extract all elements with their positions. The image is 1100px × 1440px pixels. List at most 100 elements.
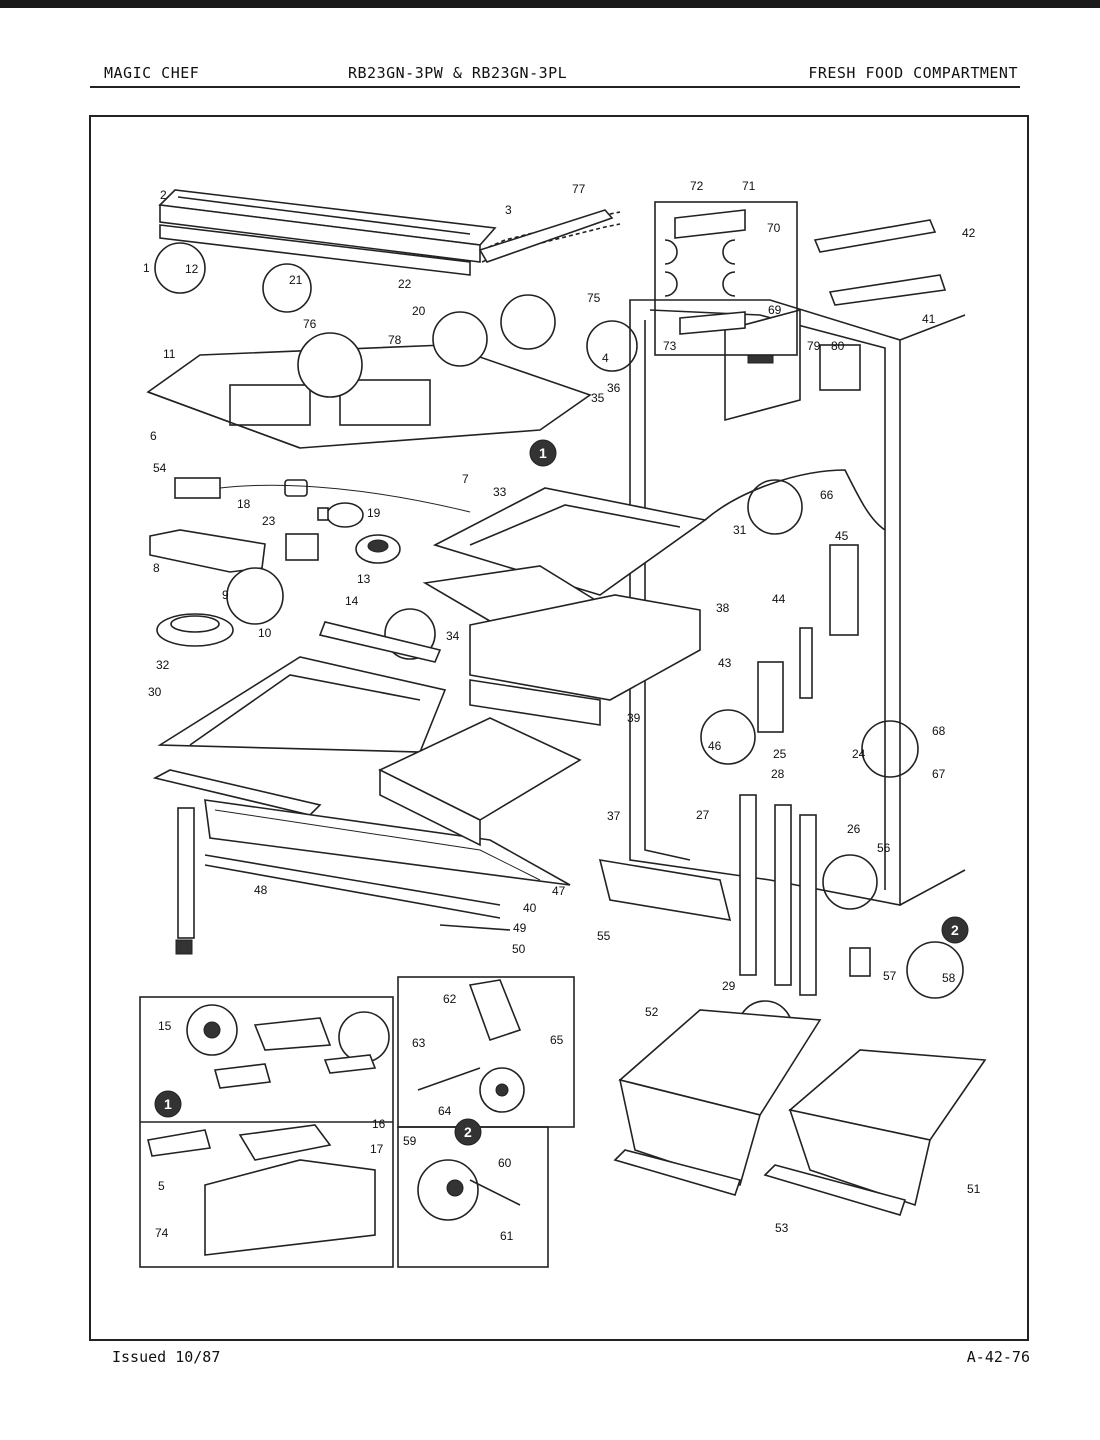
part-label: 80	[831, 339, 845, 353]
cabinet-trim-strip	[175, 807, 195, 955]
part-label: 10	[258, 626, 272, 640]
part-label: 35	[591, 391, 605, 405]
part-label: 43	[718, 656, 732, 670]
light-bulb	[317, 502, 364, 528]
part-label: 38	[716, 601, 730, 615]
part-label: 20	[412, 304, 426, 318]
part-label: 3	[505, 203, 512, 217]
shelf-spine-chain	[478, 209, 614, 263]
diagram-frame	[89, 115, 1029, 1341]
shelf-front-trim	[318, 621, 442, 663]
part-label: 4	[602, 351, 609, 365]
crisper-pan-left	[618, 1009, 822, 1187]
part-label: 52	[645, 1005, 659, 1019]
thermostat	[174, 477, 471, 513]
part-label: 22	[398, 277, 412, 291]
scan-edge-bar	[0, 0, 1100, 8]
part-label: 19	[367, 506, 381, 520]
part-label: 54	[153, 461, 167, 475]
part-label: 39	[627, 711, 641, 725]
callout-text: 1	[164, 1096, 172, 1112]
control-housing	[819, 344, 861, 391]
part-label: 5	[158, 1179, 165, 1193]
part-label: 42	[962, 226, 976, 240]
part-label: 26	[847, 822, 861, 836]
part-label: 67	[932, 767, 946, 781]
part-label: 72	[690, 179, 704, 193]
part-label: 75	[587, 291, 601, 305]
part-label: 24	[852, 747, 866, 761]
part-label: 45	[835, 529, 849, 543]
refrigerant-tubing	[704, 469, 886, 531]
part-label: 30	[148, 685, 162, 699]
part-label: 56	[877, 841, 891, 855]
pan-support-rails	[613, 1149, 907, 1216]
part-label: 14	[345, 594, 359, 608]
part-label: 32	[156, 658, 170, 672]
part-label: 79	[807, 339, 821, 353]
part-label: 78	[388, 333, 402, 347]
callout-1-inset: 1	[154, 1090, 182, 1118]
callout-text: 1	[539, 445, 547, 461]
shelf-ladders	[739, 794, 817, 996]
part-label: 74	[155, 1226, 169, 1240]
part-label: 50	[512, 942, 526, 956]
part-label: 44	[772, 592, 786, 606]
part-label: 37	[607, 809, 621, 823]
part-label: 6	[150, 429, 157, 443]
part-label: 47	[552, 884, 566, 898]
roller-assembly-front	[598, 859, 732, 921]
callout-1-main: 1	[529, 439, 557, 467]
evaporator-cover	[146, 344, 592, 449]
temperature-control-bracket	[149, 529, 266, 573]
crisper-cover	[204, 799, 571, 886]
temperature-knob	[355, 534, 401, 564]
deli-drawer-bracket	[724, 308, 801, 422]
part-label: 76	[303, 317, 317, 331]
part-label: 7	[462, 472, 469, 486]
part-label: 33	[493, 485, 507, 499]
part-label: 25	[773, 747, 787, 761]
part-label: 73	[663, 339, 677, 353]
part-label: 31	[733, 523, 747, 537]
callout-2-inset: 2	[454, 1118, 482, 1146]
part-label: 64	[438, 1104, 452, 1118]
part-label: 63	[412, 1036, 426, 1050]
section-title: FRESH FOOD COMPARTMENT	[808, 64, 1018, 82]
part-label: 51	[967, 1182, 981, 1196]
part-label: 60	[498, 1156, 512, 1170]
part-label: 12	[185, 262, 199, 276]
part-label: 61	[500, 1229, 514, 1243]
pan-divider	[378, 717, 582, 847]
top-trim-rail	[158, 189, 497, 263]
part-label: 21	[289, 273, 303, 287]
part-label: 27	[696, 808, 710, 822]
crisper-pan-right	[788, 1049, 987, 1207]
part-label: 1	[143, 261, 150, 275]
part-label: 9	[222, 588, 229, 602]
model-numbers: RB23GN-3PW & RB23GN-3PL	[348, 64, 568, 82]
meat-drawer	[469, 594, 701, 726]
caster-bracket	[849, 947, 871, 977]
part-label: 15	[158, 1019, 172, 1033]
part-label: 40	[523, 901, 537, 915]
part-label: 2	[160, 188, 167, 202]
part-label: 49	[513, 921, 527, 935]
part-label: 11	[163, 347, 176, 361]
page-code: A-42-76	[966, 1348, 1030, 1366]
part-label: 66	[820, 488, 834, 502]
lower-glass-shelf	[152, 656, 447, 816]
part-label: 70	[767, 221, 781, 235]
callout-text: 2	[951, 922, 959, 938]
part-label: 8	[153, 561, 160, 575]
inset-control-box	[139, 996, 394, 1268]
part-label: 18	[237, 497, 251, 511]
part-label: 58	[942, 971, 956, 985]
part-label: 17	[370, 1142, 384, 1156]
callout-text: 2	[464, 1124, 472, 1140]
part-label: 55	[597, 929, 611, 943]
part-label: 69	[768, 303, 782, 317]
part-label: 29	[722, 979, 736, 993]
part-label: 53	[775, 1221, 789, 1235]
